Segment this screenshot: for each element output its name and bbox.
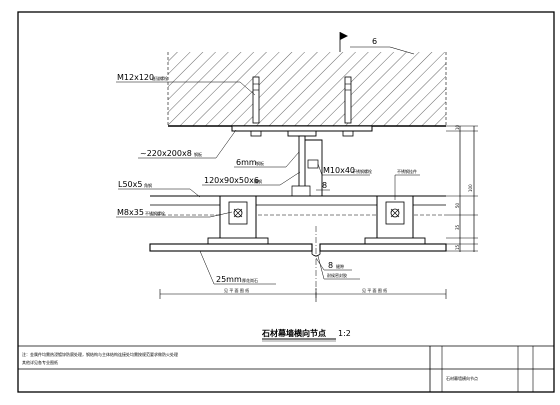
steel-plate-label: ~220x200x8: [140, 149, 192, 158]
dim-10: 10: [455, 124, 460, 130]
reference-flag: 6: [339, 32, 415, 55]
embed-plate: [231, 125, 373, 132]
plate-6mm-label: 6mm: [236, 158, 257, 167]
bolt-m10-label: M10x40: [323, 166, 355, 175]
note-line-2: 其他详见各专业图纸: [22, 359, 58, 365]
span-right-label: 见 平 面 图 纸: [362, 287, 387, 293]
stone-label: 25mm: [216, 275, 242, 284]
angle-label: L50x5: [118, 180, 142, 189]
bolt-m10-suffix: 不锈钢螺栓: [352, 168, 372, 174]
bolt-m8-label: M8x35: [117, 208, 144, 217]
channel-hanger: [287, 130, 323, 197]
title-text: 石材幕墙横向节点: [261, 328, 326, 338]
channel-suffix: 槽钢: [254, 178, 262, 184]
stone-suffix: 厚花岗石: [242, 277, 258, 283]
anchor-bolt-suffix: 胀锚螺栓: [152, 75, 168, 81]
gap-label: 8: [328, 261, 333, 270]
dim-15: 15: [455, 244, 460, 250]
concrete-slab: [167, 52, 447, 127]
outer-frame: [17, 11, 555, 393]
clip-right-label: 不锈钢挂件: [397, 168, 417, 174]
sealant-label: 耐候密封胶: [327, 272, 347, 278]
eight-label: 8: [322, 181, 327, 190]
stone-clip-left: [207, 195, 269, 245]
stone-panels: [149, 226, 447, 300]
anchor-bolt-left: [250, 76, 262, 137]
drawing-title: 石材幕墙横向节点 1:2: [261, 328, 351, 342]
dim-35: 35: [455, 224, 460, 230]
titleblock-name: 石材幕墙横向节点: [446, 375, 478, 381]
steel-plate-suffix: 钢板: [194, 151, 202, 157]
top-ref-label: 6: [372, 37, 377, 46]
dim-100: 100: [468, 184, 473, 192]
annotations: M12x120 胀锚螺栓 ~220x200x8 钢板 6mm 钢板 120x90…: [116, 73, 420, 285]
dimension-column: 10 100 50 35 15: [446, 124, 478, 252]
scale-text: 1:2: [338, 329, 351, 338]
stone-clip-right: [364, 195, 426, 245]
gap-suffix: 缝隙: [336, 263, 344, 269]
span-dimension: 见 平 面 图 纸 见 平 面 图 纸: [159, 287, 447, 302]
plate-6mm-suffix: 钢板: [256, 160, 264, 166]
note-line-1: 注：金属件均需热浸镀锌防腐处理，钢结构与主体结构连接处均需按规范要求做防火处理: [22, 351, 178, 357]
bolt-m8-suffix: 不锈钢螺栓: [145, 210, 165, 216]
anchor-bolt-label: M12x120: [117, 73, 154, 82]
span-left-label: 见 平 面 图 纸: [224, 287, 249, 293]
channel-label: 120x90x50x6: [204, 176, 259, 185]
dim-50: 50: [455, 202, 460, 208]
angle-suffix: 角钢: [144, 182, 152, 188]
